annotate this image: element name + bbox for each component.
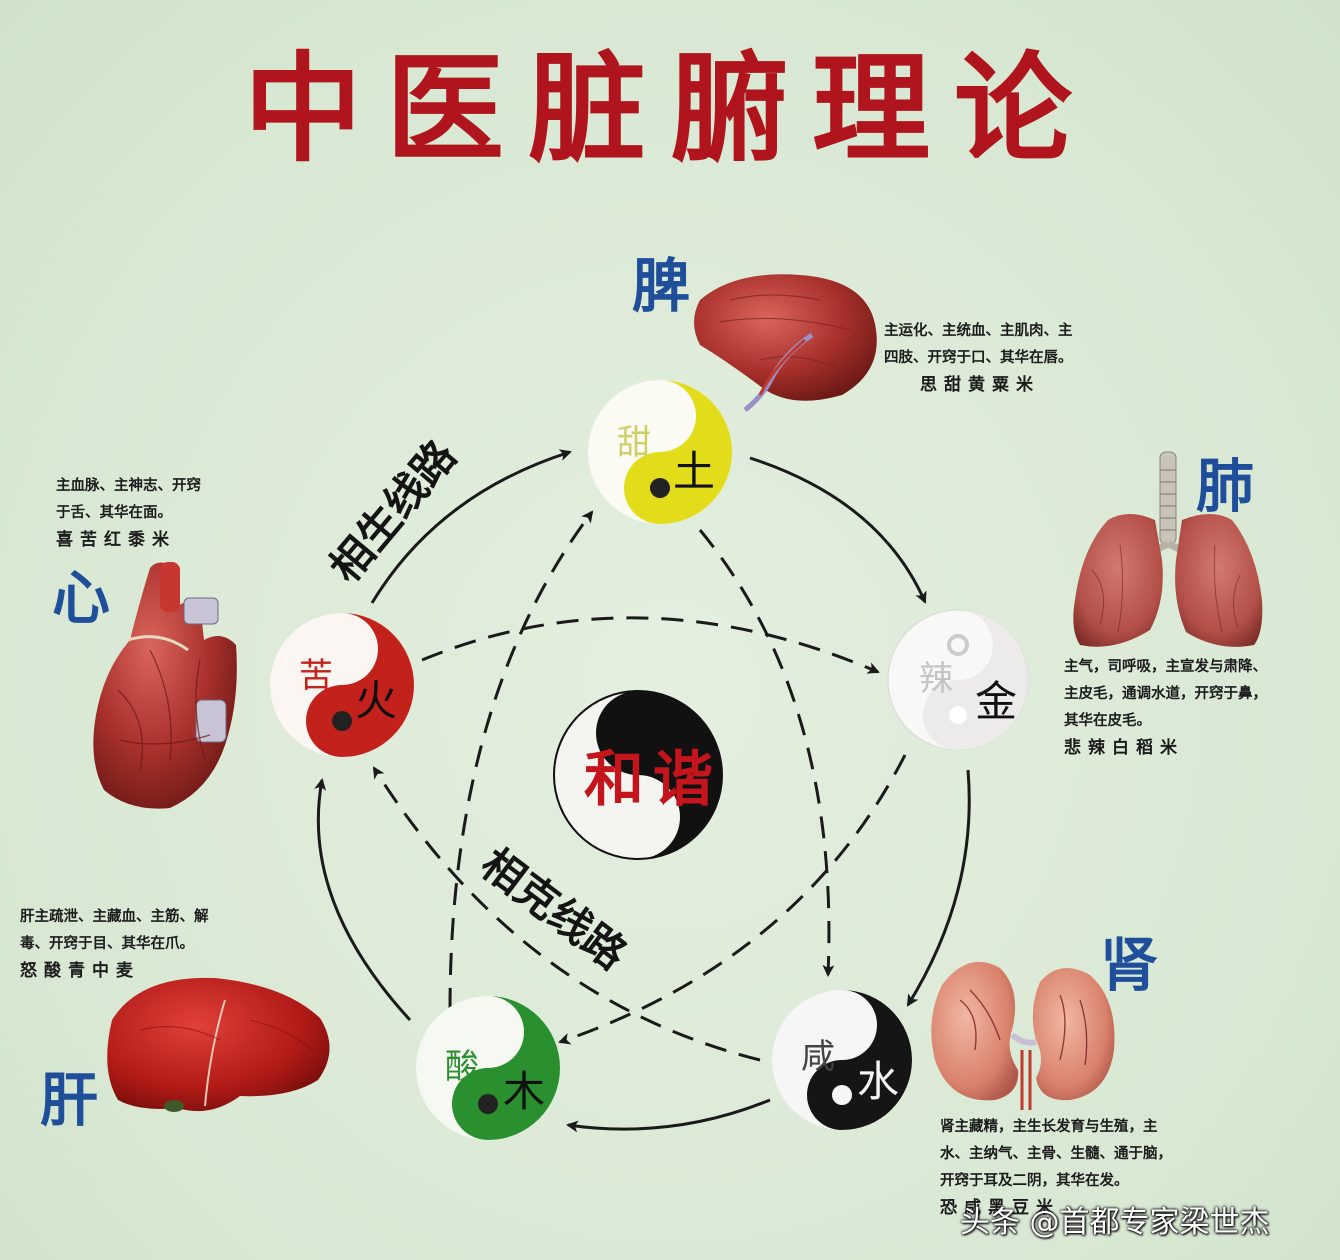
desc-heart: 主血脉、主神志、开窍 于舌、其华在面。 喜苦红黍米	[56, 473, 201, 554]
foods-heart: 喜苦红黍米	[56, 530, 176, 550]
kidney-illustration	[931, 961, 1115, 1110]
desc-line: 主运化、主统血、主肌肉、主	[884, 323, 1073, 339]
foods-kidney: 恐咸黑豆米	[940, 1198, 1060, 1218]
desc-line: 其华在皮毛。	[1064, 713, 1151, 729]
arrow-metal-to-wood	[558, 754, 907, 1045]
organ-name-kidney: 肾	[1100, 931, 1158, 999]
spleen-illustration	[694, 274, 877, 412]
center-char-he: 和	[584, 745, 644, 815]
taste-char-metal: 辣	[919, 659, 953, 699]
liver-illustration	[107, 977, 330, 1112]
arrow-water-to-wood	[566, 1098, 771, 1133]
arrow-wood-to-earth	[448, 510, 594, 1011]
element-char-earth: 土	[673, 447, 715, 496]
organ-name-spleen: 脾	[632, 252, 690, 320]
element-node-metal: 辣 金	[887, 609, 1029, 751]
controlling-path-label: 相克线路	[472, 839, 636, 980]
lung-illustration	[1073, 451, 1263, 647]
taste-char-fire: 苦	[299, 656, 333, 696]
desc-line: 毒、开窍于目、其华在爪。	[20, 936, 194, 952]
organ-name-heart: 心	[52, 564, 110, 632]
desc-liver: 肝主疏泄、主藏血、主筋、解 毒、开窍于目、其华在爪。 怒酸青中麦	[20, 904, 209, 985]
center-char-xie: 谐	[653, 745, 713, 815]
element-char-fire: 火	[355, 676, 397, 725]
desc-line: 肝主疏泄、主藏血、主筋、解	[20, 909, 209, 925]
watermark: 头条 @首都专家梁世杰	[960, 1205, 1270, 1240]
element-char-wood: 木	[503, 1067, 545, 1116]
taste-char-wood: 酸	[445, 1047, 479, 1087]
desc-lung: 主气，司呼吸，主宣发与肃降、 主皮毛，通调水道，开窍于鼻， 其华在皮毛。 悲辣白…	[1064, 654, 1267, 762]
arrow-fire-to-earth	[370, 449, 572, 604]
element-char-metal: 金	[975, 677, 1017, 726]
controlling-cycle	[372, 510, 907, 1062]
arrow-wood-to-fire	[314, 778, 412, 1022]
center-harmony-yinyang: 和 谐	[553, 690, 723, 860]
element-node-fire: 苦 火	[270, 613, 414, 757]
desc-line: 水、主纳气、主骨、生髓、通于脑，	[940, 1146, 1172, 1162]
element-node-water: 咸 水	[772, 990, 912, 1130]
desc-line: 主皮毛，通调水道，开窍于鼻，	[1064, 686, 1267, 702]
desc-line: 主气，司呼吸，主宣发与肃降、	[1064, 659, 1267, 675]
arrow-water-to-fire	[372, 766, 761, 1062]
arrow-earth-to-water	[698, 529, 835, 977]
taste-char-earth: 甜	[617, 423, 651, 463]
arrow-earth-to-metal	[749, 456, 927, 604]
desc-line: 于舌、其华在面。	[56, 505, 172, 521]
heart-illustration	[93, 562, 237, 809]
desc-kidney: 肾主藏精，主生长发育与生殖，主 水、主纳气、主骨、生髓、通于脑， 开窍于耳及二阴…	[940, 1114, 1172, 1222]
desc-line: 开窍于耳及二阴，其华在发。	[940, 1173, 1129, 1189]
foods-spleen: 思甜黄粟米	[920, 375, 1040, 395]
taste-char-water: 咸	[801, 1037, 835, 1077]
desc-line: 主血脉、主神志、开窍	[56, 478, 201, 494]
element-node-earth: 甜 土	[588, 380, 732, 524]
foods-lung: 悲辣白稻米	[1064, 738, 1184, 758]
page-title: 中医脏腑理论	[244, 39, 1096, 178]
generating-path-label: 相生线路	[320, 430, 466, 591]
desc-spleen: 主运化、主统血、主肌肉、主 四肢、开窍于口、其华在唇。 思甜黄粟米	[884, 318, 1073, 399]
desc-line: 四肢、开窍于口、其华在唇。	[884, 350, 1073, 366]
element-char-water: 水	[857, 1057, 899, 1106]
arrow-metal-to-water	[906, 769, 971, 1007]
generating-cycle	[314, 449, 971, 1133]
element-node-wood: 酸 木	[416, 996, 560, 1140]
arrow-fire-to-metal	[421, 616, 880, 674]
organ-name-liver: 肝	[40, 1066, 98, 1134]
desc-line: 肾主藏精，主生长发育与生殖，主	[940, 1119, 1158, 1135]
organ-name-lung: 肺	[1196, 452, 1254, 520]
foods-liver: 怒酸青中麦	[20, 961, 140, 981]
